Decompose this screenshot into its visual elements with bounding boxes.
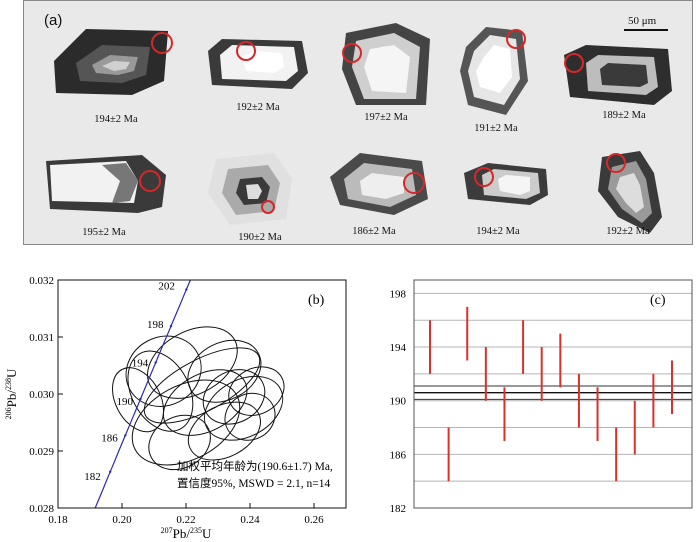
concordia-plot-frame (57, 279, 347, 509)
y-tick-label: 0.029 (29, 446, 54, 458)
zircon-grain-8 (330, 153, 428, 215)
weighted-mean-chart: 182 186 190 194 198 (c) (390, 279, 693, 515)
concordia-age-point (139, 397, 142, 401)
panel-a-zircon-images: (a) 50 μm 194±2 Ma 192±2 Ma 197±2 Ma 191… (23, 0, 693, 245)
concordia-age-point (169, 324, 173, 328)
zircon-grain-5 (564, 45, 672, 105)
x-tick-label: 0.26 (304, 514, 324, 526)
scale-bar-label: 50 μm (628, 15, 657, 27)
grain-age-8: 186±2 Ma (352, 226, 396, 237)
grain-age-6: 195±2 Ma (82, 227, 126, 238)
x-tick-label: 0.24 (240, 514, 260, 526)
concordia-age-label: 182 (84, 471, 101, 483)
error-ellipse (202, 369, 266, 425)
zircon-grain-9 (464, 163, 548, 205)
error-ellipse (125, 335, 202, 407)
concordia-age-point (154, 361, 157, 364)
grain-age-5: 189±2 Ma (602, 110, 646, 121)
concordia-annotation-line1: 加权平均年龄为(190.6±1.7) Ma, (177, 459, 333, 473)
y-tick-label: 0.030 (29, 389, 54, 401)
error-ellipse (187, 401, 261, 461)
x-tick-label: 0.18 (48, 514, 68, 526)
grain-age-1: 194±2 Ma (94, 114, 138, 125)
error-ellipse (112, 367, 164, 433)
concordia-curve (94, 280, 192, 508)
y-tick-label: 0.028 (29, 503, 54, 515)
concordia-x-axis-label: 207Pb/235U (161, 526, 212, 541)
zircon-grain-6 (46, 155, 166, 213)
zircon-grain-10 (598, 151, 662, 233)
error-ellipse (148, 414, 211, 471)
error-ellipse (228, 366, 285, 416)
concordia-age-label: 198 (147, 319, 164, 331)
concordia-age-point (124, 434, 127, 437)
concordia-age-point (185, 288, 188, 291)
concordia-chart: 0.18 0.20 0.22 0.24 0.26 0.028 0.029 0.030 0.031… (4, 275, 347, 541)
grain-age-7: 190±2 Ma (238, 232, 282, 243)
zircon-grain-4 (460, 27, 528, 115)
concordia-y-axis-label: 206Pb/238U (4, 368, 19, 419)
error-ellipse (162, 369, 248, 436)
panel-a-label: (a) (44, 12, 63, 29)
grain-age-4: 191±2 Ma (474, 123, 518, 134)
x-tick-label: 0.20 (112, 514, 132, 526)
concordia-annotation-line2: 置信度95%, MSWD = 2.1, n=14 (177, 476, 330, 490)
error-ellipse (143, 347, 261, 424)
panel-c-label: (c) (650, 293, 666, 308)
zircon-grain-3 (342, 23, 430, 105)
x-tick-label: 0.22 (176, 514, 195, 526)
grain-age-10: 192±2 Ma (606, 226, 650, 237)
concordia-age-label: 202 (158, 281, 175, 293)
grain-age-2: 192±2 Ma (236, 102, 280, 113)
y-tick-label: 198 (390, 288, 407, 300)
y-tick-label: 0.032 (29, 275, 54, 287)
zircon-grain-2 (208, 39, 308, 89)
panel-b-label: (b) (308, 293, 325, 308)
error-ellipse (224, 392, 276, 441)
concordia-age-point (108, 470, 112, 474)
grain-age-9: 194±2 Ma (476, 226, 520, 237)
zircon-grain-7 (208, 153, 292, 225)
concordia-age-label: 190 (116, 396, 133, 408)
error-ellipse (187, 339, 262, 403)
error-ellipse (127, 350, 194, 432)
concordia-age-label: 186 (101, 432, 118, 444)
concordia-age-label: 194 (132, 358, 149, 370)
zircon-grain-1 (54, 29, 173, 95)
y-tick-label: 182 (390, 503, 407, 515)
y-tick-label: 0.031 (29, 332, 54, 344)
grain-age-3: 197±2 Ma (364, 112, 408, 123)
y-tick-label: 186 (390, 449, 407, 461)
y-tick-label: 194 (390, 342, 407, 354)
weighted-mean-plot-frame (413, 279, 693, 509)
y-tick-label: 190 (390, 396, 407, 408)
scale-bar (624, 29, 668, 31)
